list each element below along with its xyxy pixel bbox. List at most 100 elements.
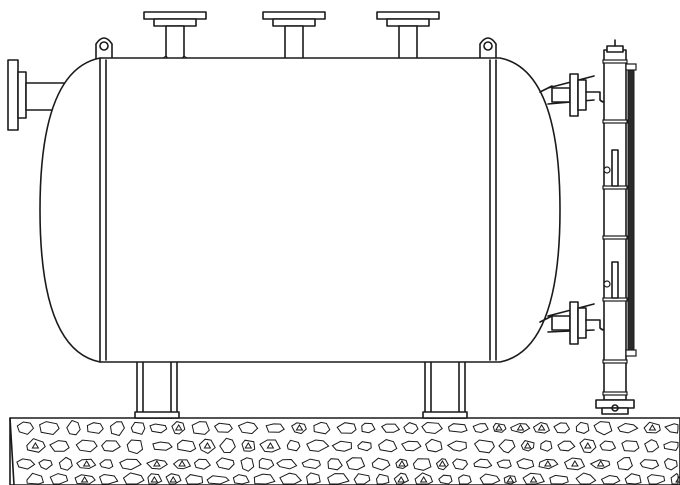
gravel-chip [523,442,532,449]
gravel-stone [375,473,390,485]
gravel-stone [520,440,535,452]
gravel-stone [219,437,236,454]
gravel-chip [506,476,515,483]
gravel-stone [241,439,256,452]
gravel-stone [549,474,569,485]
gravel-chip [178,460,186,467]
gravel-stone [286,439,301,452]
gravel-stone [538,458,559,470]
gravel-stone [291,422,307,435]
gravel-stone [473,458,493,469]
gravel-stone [600,474,621,485]
gravel-chip [31,442,40,449]
gravel-chip [174,424,183,431]
gravel-stone [26,472,45,485]
gravel-stone [109,421,125,437]
gravel-stone [26,438,46,453]
top-nozzle-2 [262,11,326,63]
gravel-stone [503,475,517,485]
gravel-stone [38,459,53,470]
gravel-chip [397,476,406,483]
gravel-stone [345,457,366,471]
gravel-stone [177,439,197,453]
gravel-stone [371,457,391,471]
gravel-stone [58,456,73,471]
gravel-chip [419,476,428,483]
lifting-lug-left [95,37,113,61]
gravel-stone [149,423,168,434]
gravel-stone [16,458,36,470]
horizontal-tank [39,57,561,363]
gravel-chip [150,476,159,483]
gauge-collar [602,59,628,64]
gravel-stone [327,473,350,485]
gravel-chip [543,460,552,467]
gravel-chip [596,460,605,467]
gravel-stone [16,421,35,435]
gravel-stone [259,439,281,453]
gravel-chip [537,424,546,431]
gravel-stone [579,438,597,454]
gravel-stone [553,422,571,434]
gravel-stone [122,472,145,485]
gravel-stone [438,474,453,485]
gravel-chip [675,476,680,483]
gravel-stone [472,423,489,434]
gravel-stone [624,473,642,485]
gravel-stone [331,440,352,452]
level-gauge [539,39,637,415]
gravel-stone [76,458,97,470]
gravel-stone [265,423,285,433]
gravel-stone [215,457,235,470]
gravel-chip [529,476,538,483]
gravel-stone [401,440,422,452]
gravel-stone [357,441,372,452]
gravel-foundation [9,417,680,485]
gravel-stone [191,421,210,435]
gravel-stone [336,422,357,434]
gravel-stone [206,475,230,485]
gravel-chip [203,442,212,449]
gravel-stone [425,438,443,453]
gravel-stone [165,473,182,485]
gravel-stone [66,419,81,436]
gravel-stone [237,421,259,435]
gravel-stone [99,459,114,470]
gravel-stone [646,474,666,485]
gravel-stone [253,473,276,485]
gravel-stone [279,472,303,485]
gravel-stone [393,472,410,485]
gravel-stone [98,473,119,485]
gravel-stone [353,473,371,485]
gravel-chip [438,460,447,467]
gravel-stone [663,458,678,471]
gravel-stone [414,472,434,485]
gravel-stone [49,473,69,485]
gravel-stone [152,441,173,451]
gravel-chip [244,442,253,449]
gravel-stone [421,421,443,435]
gravel-stone [74,474,96,485]
gravel-chip [295,424,304,431]
gravel-stone [593,421,613,436]
gravel-stone [232,474,250,485]
gauge-float-lower [603,261,619,299]
gravel-stone [522,472,545,485]
gravel-chip [266,442,275,449]
gravel-stone [39,421,60,436]
gravel-stone [621,440,640,452]
gravel-stone [540,440,553,452]
gravel-stone [361,422,376,434]
gravel-stone [146,459,168,470]
gravel-chip [80,476,89,483]
gravel-stone [276,458,298,470]
gravel-stone [306,472,321,485]
gravel-chip [495,424,503,431]
gravel-stone [599,440,617,452]
gauge-collar [602,391,628,396]
lifting-lug-right [479,37,497,61]
gravel-stone [395,458,409,470]
gauge-float-upper [603,149,619,187]
gravel-stone [664,423,679,434]
